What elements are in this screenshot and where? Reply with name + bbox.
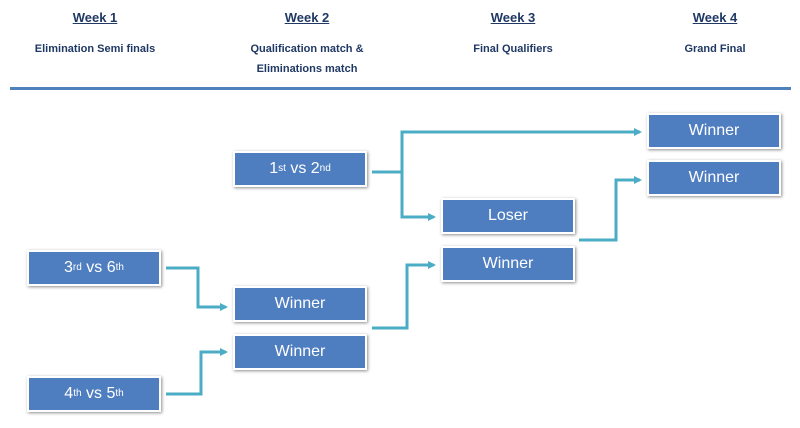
- week-4-subtitle: Grand Final: [684, 43, 746, 55]
- connector-week3-to-week4: [579, 176, 642, 242]
- week-2-heading: Week 2 Qualification match & Elimination…: [212, 10, 402, 79]
- week4-winner-bottom: Winner: [647, 160, 781, 196]
- header-divider: [10, 87, 791, 90]
- week-2-subtitle: Qualification match & Eliminations match: [250, 43, 364, 75]
- week2-winner-top: Winner: [233, 286, 367, 322]
- week2-winner-bottom: Winner: [233, 334, 367, 370]
- week-1-heading: Week 1 Elimination Semi finals: [0, 10, 190, 59]
- week-4-title: Week 4: [692, 10, 738, 25]
- week-4-heading: Week 4 Grand Final: [620, 10, 800, 59]
- connector-m1-to-week4: [372, 128, 642, 174]
- week3-loser: Loser: [441, 198, 575, 234]
- connector-week2-to-week3: [372, 261, 436, 330]
- week-2-title: Week 2: [284, 10, 330, 25]
- connector-m3-to-winner: [166, 348, 228, 396]
- week-1-title: Week 1: [72, 10, 118, 25]
- week-3-heading: Week 3 Final Qualifiers: [418, 10, 608, 59]
- connector-m1-to-loser: [400, 172, 436, 221]
- week3-winner: Winner: [441, 246, 575, 282]
- connector-m2-to-winner: [166, 266, 228, 311]
- week-3-title: Week 3: [490, 10, 536, 25]
- week-1-subtitle: Elimination Semi finals: [34, 43, 156, 55]
- week4-winner-top: Winner: [647, 113, 781, 149]
- week-3-subtitle: Final Qualifiers: [473, 43, 553, 55]
